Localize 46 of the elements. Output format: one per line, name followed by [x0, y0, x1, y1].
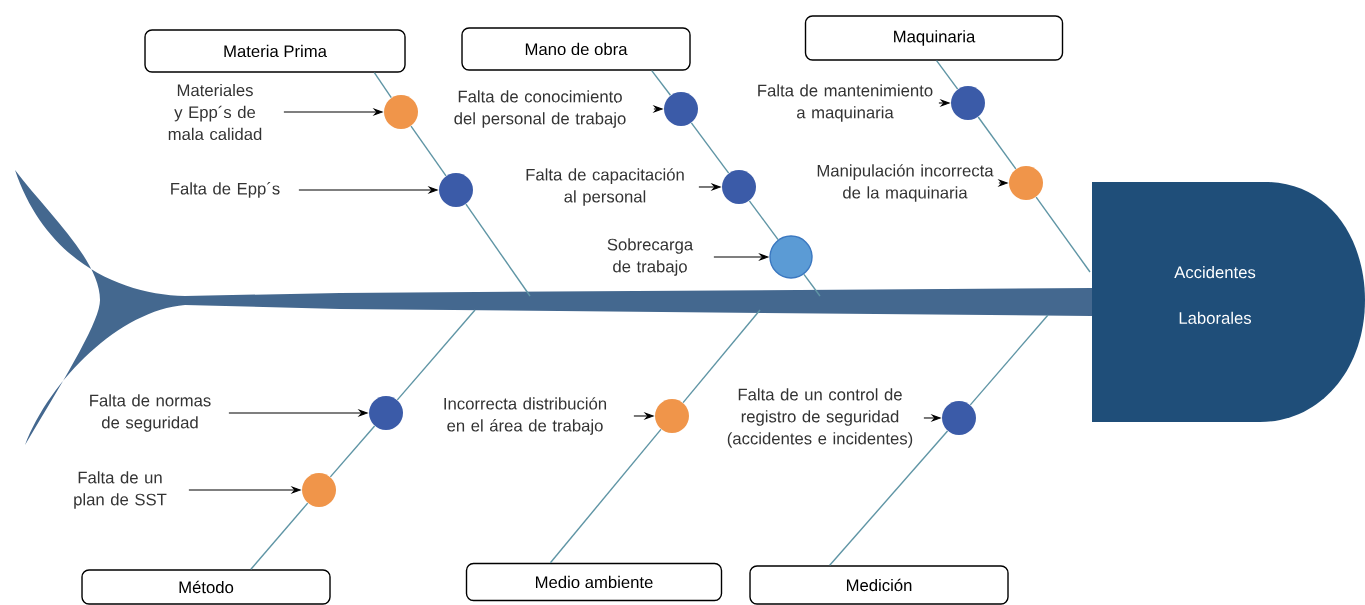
bone-line: [748, 200, 779, 241]
cause-dot: [664, 92, 698, 126]
bone-line: [803, 273, 821, 297]
cause-text: Materiales y Epp´s de mala calidad: [168, 83, 262, 141]
bone-line: [465, 203, 531, 297]
cause-text: Falta de Epp´s: [171, 182, 280, 198]
cause-text: Falta de un plan de SST: [74, 471, 167, 509]
bone-line: [690, 122, 730, 174]
cause-dot: [439, 173, 473, 207]
category-box: Mano de obra: [461, 27, 691, 71]
cause-text: Falta de mantenimiento a maquinaria: [758, 84, 933, 122]
bone-line: [329, 425, 376, 478]
bone-line: [1035, 196, 1091, 273]
cause-text: Falta de capacitación al personal: [526, 168, 684, 206]
cause-dot: [722, 170, 756, 204]
bone-line: [410, 125, 447, 177]
bone-line: [373, 72, 392, 99]
bone-line: [977, 116, 1017, 170]
cause-dot: [369, 396, 403, 430]
cause-text: Manipulación incorrecta de la maquinaria: [817, 164, 994, 202]
category-box: Método: [81, 569, 331, 605]
bone-line: [969, 314, 1049, 406]
category-box: Medición: [749, 565, 1009, 605]
cause-text: Incorrecta distribución en el área de trabajo: [444, 397, 606, 435]
cause-dot: [942, 401, 976, 435]
cause-text: Falta de normas de seguridad: [90, 394, 211, 432]
bone-line: [549, 428, 662, 564]
cause-dot: [1009, 166, 1043, 200]
bone-line: [682, 309, 761, 404]
cause-dot: [769, 235, 813, 279]
category-box: Materia Prima: [144, 29, 406, 73]
cause-text: Falta de un control de registro de seguridad (accidentes e incidentes): [727, 388, 913, 448]
cause-text: Sobrecarga de trabajo: [607, 238, 694, 276]
bone-line: [829, 430, 949, 566]
cause-dot: [951, 86, 985, 120]
cause-dot: [302, 473, 336, 507]
fish-head: Accidentes Laborales: [1092, 182, 1365, 422]
category-box: Medio ambiente: [465, 562, 723, 602]
bone-line: [651, 70, 672, 96]
bone-line: [396, 309, 476, 401]
cause-dot: [655, 399, 689, 433]
cause-text: Falta de conocimiento del personal de trabajo: [454, 90, 626, 128]
bone-line: [935, 60, 959, 90]
cause-dot: [384, 95, 418, 129]
category-box: Maquinaria: [804, 15, 1064, 61]
bone-line: [250, 502, 309, 570]
